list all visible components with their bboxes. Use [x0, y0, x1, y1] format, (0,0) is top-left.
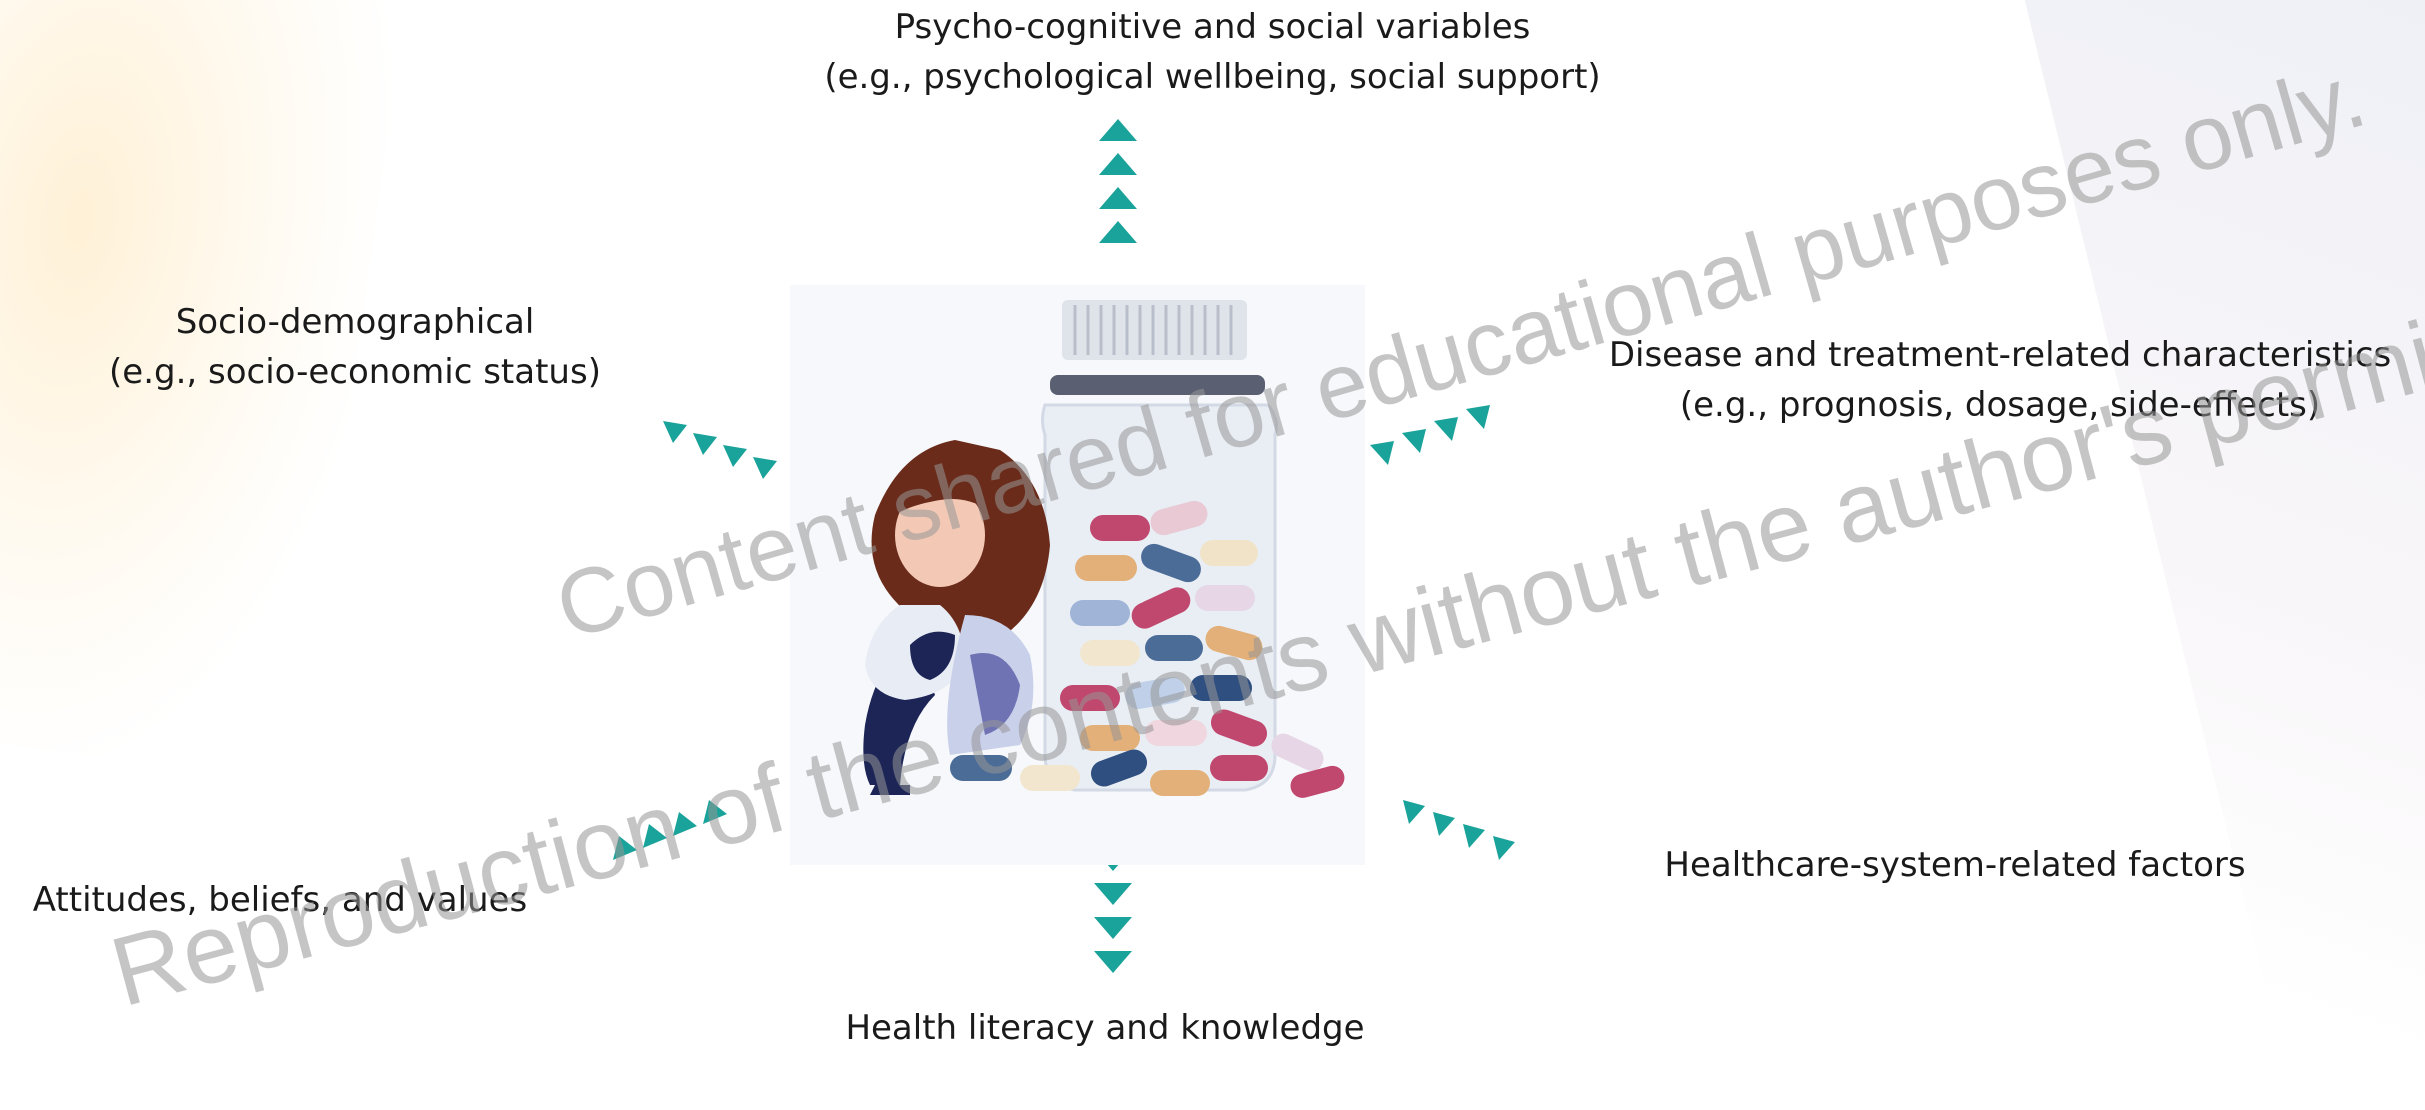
- spilled-pills: [950, 733, 1345, 798]
- arrow-up-left-icon: [663, 421, 777, 479]
- arrow-up-right-icon: [1370, 405, 1490, 465]
- factor-attitudes-beliefs: Attitudes, beliefs, and values: [20, 875, 540, 925]
- factor-health-literacy: Health literacy and knowledge: [0, 1003, 2210, 1053]
- arrow-down-icon: [1094, 849, 1132, 973]
- arrow-up-icon: [1099, 119, 1137, 243]
- factor-title: Psycho-cognitive and social variables: [894, 7, 1531, 47]
- factor-example: (e.g., prognosis, dosage, side-effects): [1679, 385, 2321, 425]
- factor-socio-demographical: Socio-demographical (e.g., socio-economi…: [80, 297, 630, 397]
- factor-title: Health literacy and knowledge: [845, 1008, 1365, 1048]
- factor-title: Attitudes, beliefs, and values: [32, 880, 528, 920]
- bottle-neck-band: [1050, 375, 1265, 395]
- woman-and-pill-bottle-illustration: [790, 285, 1365, 865]
- factor-example: (e.g., psychological wellbeing, social s…: [824, 57, 1601, 97]
- factor-title: Socio-demographical: [175, 302, 535, 342]
- factor-example: (e.g., socio-economic status): [109, 352, 601, 392]
- pills: [1060, 500, 1268, 751]
- factor-psycho-cognitive: Psycho-cognitive and social variables (e…: [0, 2, 2425, 102]
- background-right-decoration: [2015, 0, 2425, 1110]
- factor-disease-treatment: Disease and treatment-related characteri…: [1590, 330, 2410, 430]
- factor-healthcare-system: Healthcare-system-related factors: [1630, 840, 2280, 890]
- arrow-down-left-icon: [613, 800, 727, 860]
- factor-title: Healthcare-system-related factors: [1664, 845, 2246, 885]
- sitting-woman: [863, 440, 1050, 795]
- arrow-down-right-icon: [1403, 800, 1515, 860]
- factor-title: Disease and treatment-related characteri…: [1608, 335, 2392, 375]
